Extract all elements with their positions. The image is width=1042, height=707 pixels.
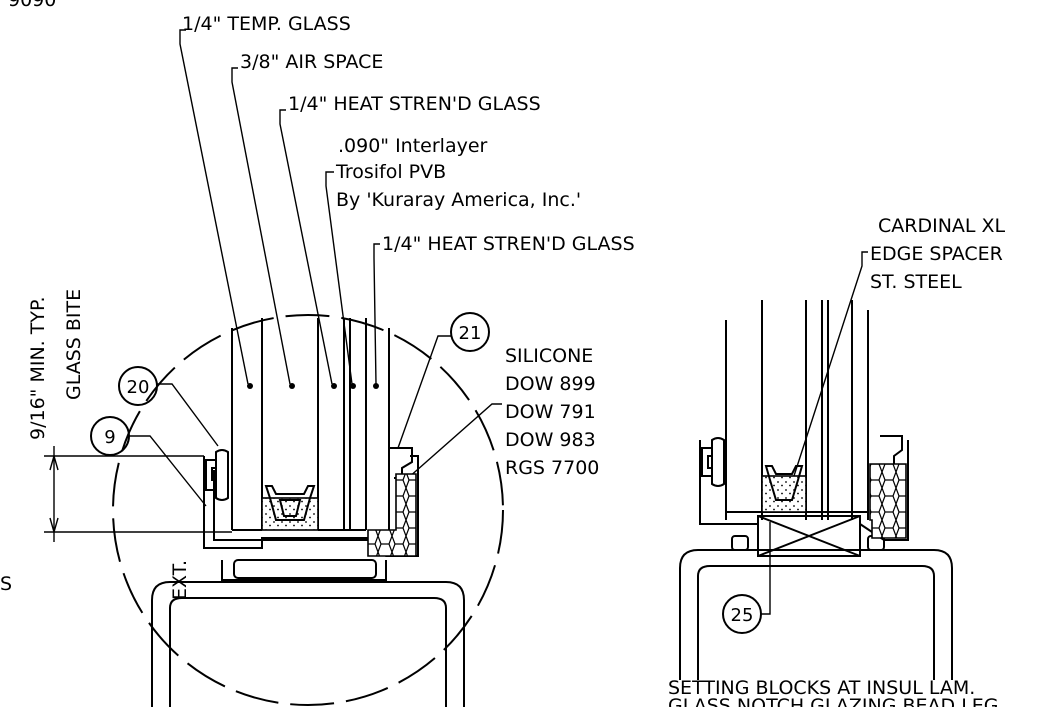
- exterior-label: EXT.: [169, 560, 191, 600]
- left-frame-profile: [151, 455, 465, 707]
- left-exterior-gasket: [205, 449, 229, 501]
- cardinal-label-2: EDGE SPACER: [870, 243, 1003, 265]
- silicone-item-1: DOW 899: [505, 373, 596, 395]
- glass-bite-dimension: 9/16" MIN. TYP.: [27, 297, 49, 440]
- heat-glass-label-2: 1/4" HEAT STREN'D GLASS: [382, 233, 635, 255]
- cardinal-label-3: ST. STEEL: [870, 271, 962, 293]
- right-exterior-gasket: [701, 437, 725, 487]
- svg-text:20: 20: [127, 377, 150, 398]
- corner-fragment-text: 9090: [8, 0, 56, 11]
- left-glass-panes: [231, 318, 390, 531]
- left-interior-seal: [367, 447, 417, 557]
- silicone-item-3: DOW 983: [505, 429, 596, 451]
- glass-bite-label: GLASS BITE: [63, 289, 85, 400]
- air-space-label: 3/8" AIR SPACE: [240, 51, 383, 73]
- silicone-item-2: DOW 791: [505, 401, 596, 423]
- left-edge-spacer: [261, 485, 319, 531]
- heat-glass-label-1: 1/4" HEAT STREN'D GLASS: [288, 93, 541, 115]
- callout-bubble-9: 9: [90, 416, 207, 507]
- right-interior-seal: [869, 435, 907, 539]
- right-frame-profile: [679, 440, 953, 680]
- setting-blocks-label-1: SETTING BLOCKS AT INSUL LAM.: [668, 677, 975, 699]
- callout-bubble-20: 20: [118, 366, 219, 447]
- left-edge-fragment: S: [0, 573, 12, 595]
- svg-text:21: 21: [459, 323, 482, 344]
- temp-glass-label: 1/4" TEMP. GLASS: [182, 13, 351, 35]
- cardinal-label-1: CARDINAL XL: [878, 215, 1006, 237]
- callout-bubble-25: 25: [722, 522, 771, 634]
- leader-lines: [179, 29, 868, 483]
- glass-bite-dimension-lines: [44, 446, 232, 542]
- silicone-title: SILICONE: [505, 345, 593, 367]
- svg-text:25: 25: [731, 605, 754, 626]
- silicone-item-4: RGS 7700: [505, 457, 599, 479]
- setting-blocks-label-2: GLASS NOTCH GLAZING BEAD LEG: [668, 695, 999, 707]
- right-edge-spacer: [761, 465, 807, 513]
- detail-callout-circle: [112, 314, 504, 706]
- callout-bubble-21: 21: [397, 312, 490, 449]
- svg-text:9: 9: [104, 427, 115, 448]
- interlayer-label-2: Trosifol PVB: [335, 161, 446, 183]
- interlayer-label-3: By 'Kuraray America, Inc.': [336, 189, 581, 211]
- interlayer-label-1: .090" Interlayer: [338, 135, 488, 157]
